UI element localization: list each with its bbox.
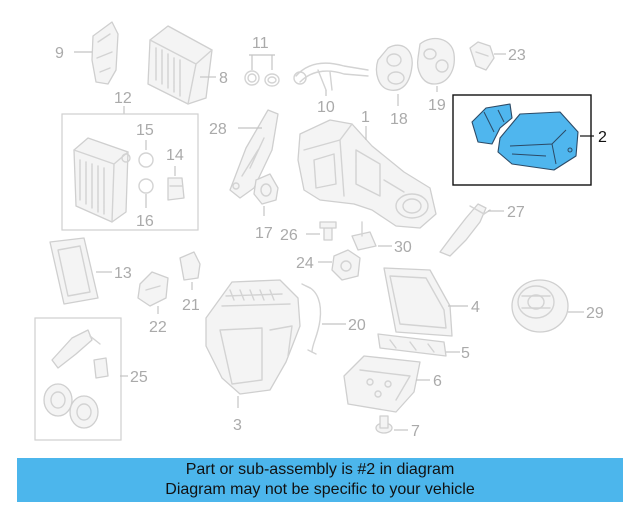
callout-2[interactable]: 2 [598, 129, 607, 146]
info-banner: Part or sub-assembly is #2 in diagram Di… [17, 458, 623, 502]
part-2-lower-tray [497, 111, 579, 171]
part-22[interactable]: 22 [137, 271, 169, 336]
callout-4[interactable]: 4 [471, 299, 480, 316]
part-6[interactable]: 6 [343, 355, 442, 413]
callout-22[interactable]: 22 [149, 319, 167, 336]
callout-29[interactable]: 29 [586, 305, 604, 322]
part-19[interactable]: 19 [416, 37, 455, 114]
part-29[interactable]: 29 [511, 279, 604, 333]
parts-diagram: 9 8 11 10 18 19 [34, 21, 607, 441]
part-10[interactable]: 10 [293, 62, 369, 116]
callout-14[interactable]: 14 [166, 147, 184, 164]
part-24[interactable]: 24 [296, 249, 361, 281]
part-4[interactable]: 4 [383, 267, 480, 337]
callout-5[interactable]: 5 [461, 345, 470, 362]
part-30[interactable]: 30 [351, 221, 412, 256]
part-26[interactable]: 26 [280, 221, 337, 244]
callout-10[interactable]: 10 [317, 99, 335, 116]
part-9[interactable]: 9 [55, 21, 119, 85]
callout-21[interactable]: 21 [182, 297, 200, 314]
part-17[interactable]: 17 [253, 173, 279, 242]
callout-8[interactable]: 8 [219, 70, 228, 87]
part-20[interactable]: 20 [301, 283, 366, 355]
callout-3[interactable]: 3 [233, 417, 242, 434]
callout-16[interactable]: 16 [136, 213, 154, 230]
callout-7[interactable]: 7 [411, 423, 420, 440]
callout-1[interactable]: 1 [361, 109, 370, 126]
callout-13[interactable]: 13 [114, 265, 132, 282]
part-27[interactable]: 27 [439, 203, 525, 257]
part-8[interactable]: 8 [147, 25, 228, 105]
callout-19[interactable]: 19 [428, 97, 446, 114]
banner-line-2: Diagram may not be specific to your vehi… [165, 481, 475, 498]
callout-12[interactable]: 12 [114, 90, 132, 107]
group-12[interactable]: 12 15 16 14 [61, 90, 199, 231]
callout-26[interactable]: 26 [280, 227, 298, 244]
group-25[interactable]: 25 [34, 317, 148, 441]
part-2-upper-duct [471, 103, 513, 145]
part-13[interactable]: 13 [49, 237, 132, 305]
callout-28[interactable]: 28 [209, 121, 227, 138]
callout-25[interactable]: 25 [130, 369, 148, 386]
callout-9[interactable]: 9 [55, 45, 64, 62]
banner-line-1: Part or sub-assembly is #2 in diagram [185, 461, 455, 478]
callout-20[interactable]: 20 [348, 317, 366, 334]
callout-15[interactable]: 15 [136, 122, 154, 139]
part-11[interactable]: 11 [244, 35, 280, 87]
callout-17[interactable]: 17 [255, 225, 273, 242]
callout-30[interactable]: 30 [394, 239, 412, 256]
callout-6[interactable]: 6 [433, 373, 442, 390]
part-1[interactable]: 1 [297, 109, 437, 229]
part-23[interactable]: 23 [469, 41, 526, 71]
part-7[interactable]: 7 [375, 415, 420, 440]
callout-11[interactable]: 11 [252, 35, 269, 52]
callout-24[interactable]: 24 [296, 255, 314, 272]
callout-23[interactable]: 23 [508, 47, 526, 64]
callout-18[interactable]: 18 [390, 111, 408, 128]
part-21[interactable]: 21 [179, 251, 201, 314]
part-5[interactable]: 5 [377, 333, 470, 362]
part-2-highlighted[interactable]: 2 [452, 94, 607, 186]
part-18[interactable]: 18 [375, 44, 413, 128]
highlight-box [452, 94, 592, 186]
part-28[interactable]: 28 [209, 109, 279, 199]
callout-27[interactable]: 27 [507, 204, 525, 221]
part-3[interactable]: 3 [205, 279, 301, 434]
